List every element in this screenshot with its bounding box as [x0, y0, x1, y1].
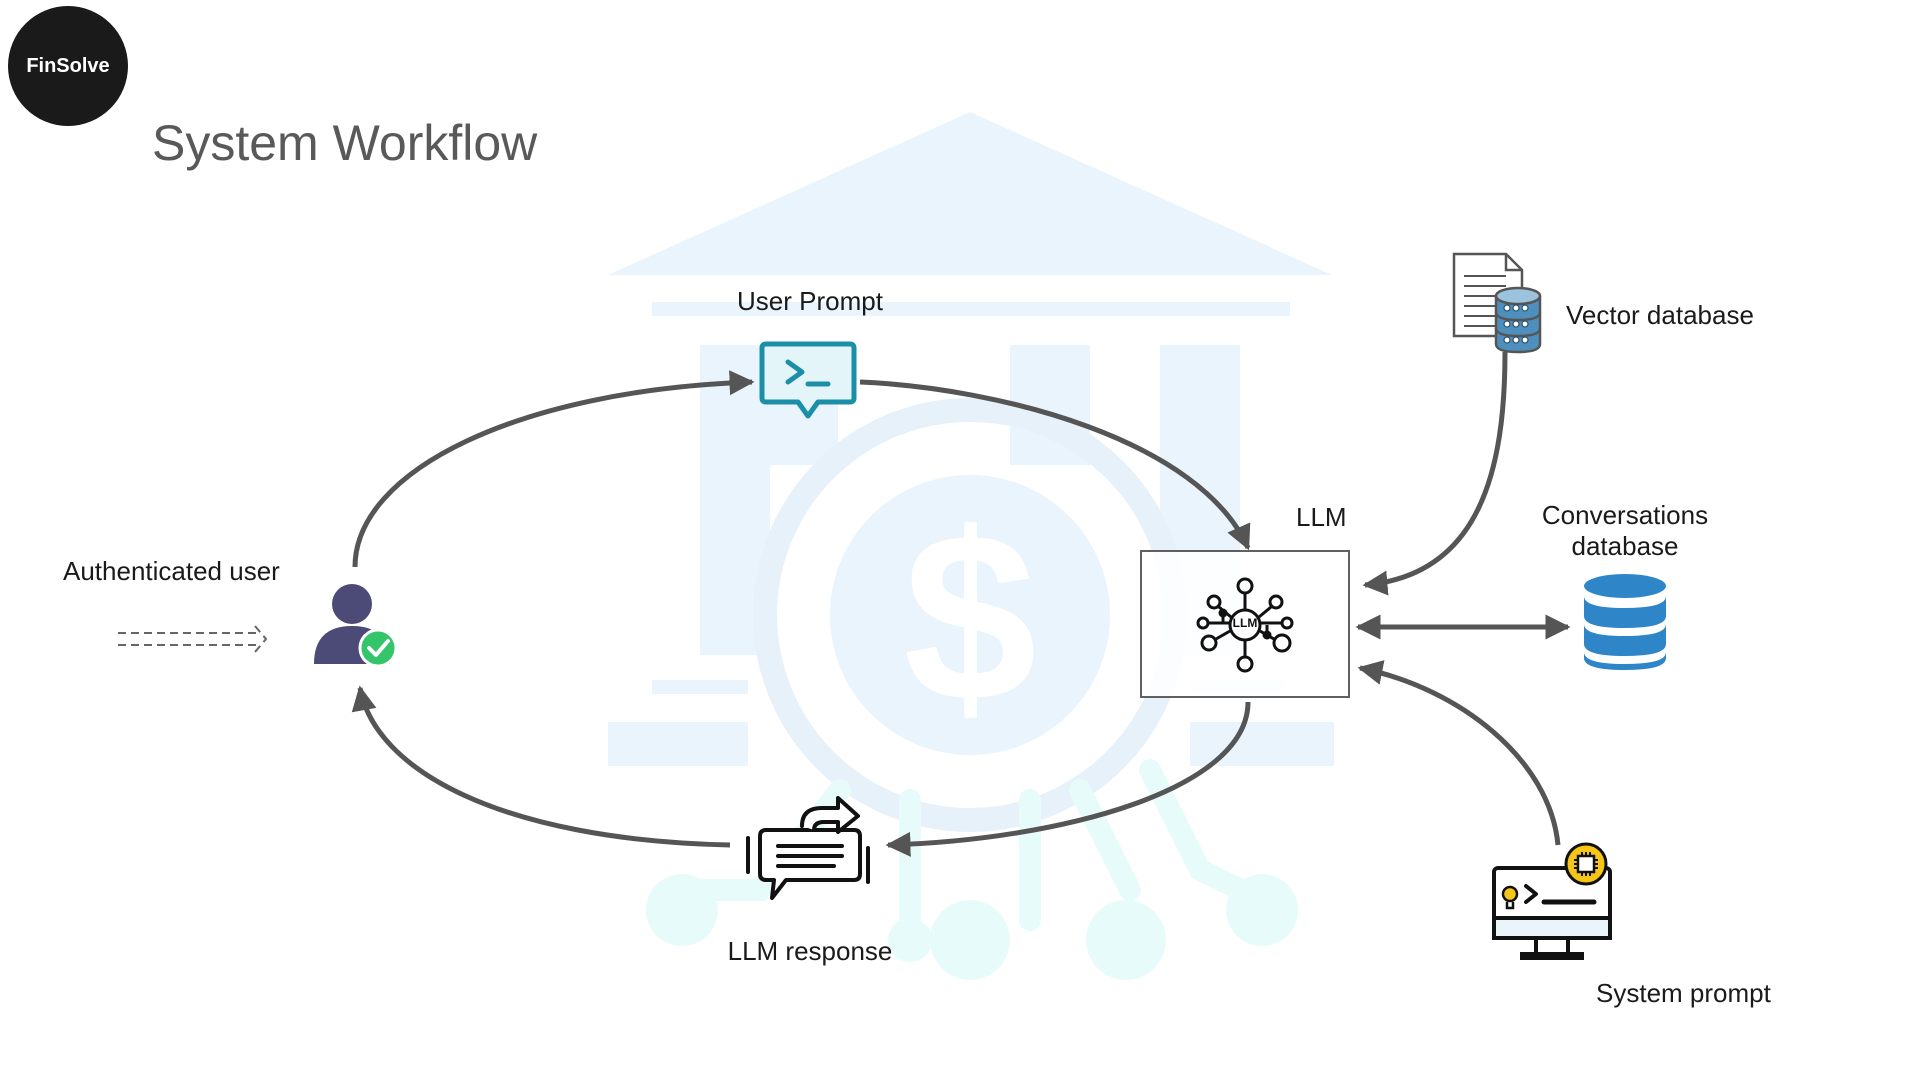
vector-database-label: Vector database	[1566, 300, 1754, 330]
system-prompt-label: System prompt	[1596, 978, 1771, 1008]
arrow-system-prompt-to-llm	[1357, 660, 1561, 846]
neural-network-icon	[1196, 577, 1294, 673]
conversations-database-label: Conversations database	[1505, 500, 1745, 562]
authenticated-user-label: Authenticated user	[63, 556, 280, 586]
logo-text: FinSolve	[26, 54, 110, 77]
page-title: System Workflow	[152, 115, 538, 171]
arrow-user-to-prompt	[352, 370, 755, 568]
user-prompt-label: User Prompt	[737, 286, 883, 316]
document-database-icon	[1452, 252, 1542, 354]
verified-user-icon	[314, 584, 398, 668]
conversations-database-label-line2: database	[1571, 531, 1679, 561]
arrow-response-to-user	[351, 685, 731, 848]
llm-response-label: LLM response	[727, 936, 893, 966]
reply-document-icon	[746, 796, 870, 900]
terminal-chat-icon	[759, 341, 857, 419]
finsolve-logo: FinSolve	[8, 6, 128, 126]
monitor-code-icon	[1492, 842, 1612, 960]
llm-label: LLM	[1296, 502, 1347, 532]
conversations-database-label-line1: Conversations	[1541, 500, 1709, 530]
arrow-prompt-to-llm	[859, 379, 1251, 551]
arrow-vector-to-llm	[1362, 351, 1508, 596]
llm-chip-text: LLM	[1232, 616, 1258, 630]
arrow-llm-to-response	[885, 701, 1251, 857]
dashed-entry-arrow	[118, 625, 268, 653]
svg-text:$: $	[903, 483, 1036, 751]
database-cylinder-icon	[1584, 574, 1666, 670]
